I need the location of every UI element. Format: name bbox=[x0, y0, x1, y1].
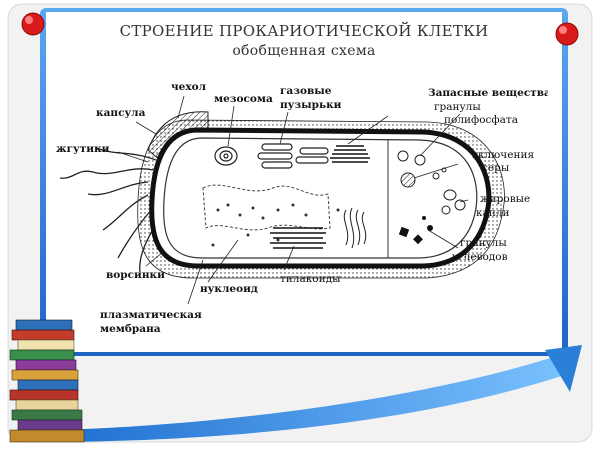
page-subtitle: обобщенная схема bbox=[232, 43, 376, 59]
label-gas-vesicles-1: газовые bbox=[280, 85, 332, 97]
label-carbohydrate-2: углеводов bbox=[452, 251, 508, 263]
label-flagella: жгутики bbox=[56, 143, 110, 155]
polyphosphate-granules bbox=[397, 150, 426, 166]
label-fat-2: капли bbox=[476, 207, 510, 219]
books-icon bbox=[9, 319, 85, 443]
label-fat-1: жировые bbox=[480, 193, 530, 205]
label-mesosome: мезосома bbox=[214, 93, 273, 105]
membrane-folds bbox=[343, 207, 367, 249]
blue-swoosh bbox=[60, 355, 574, 442]
pushpin-icon bbox=[555, 22, 579, 46]
gas-vesicles bbox=[257, 143, 329, 169]
label-sulfur-1: включения bbox=[472, 149, 534, 161]
thylakoids bbox=[270, 227, 326, 249]
label-carbohydrate-1: гранулы bbox=[460, 237, 507, 249]
ribosomes bbox=[211, 203, 340, 247]
label-pili: ворсинки bbox=[106, 269, 165, 281]
fat-droplets bbox=[441, 189, 466, 215]
label-nucleoid: нуклеоид bbox=[200, 283, 258, 295]
thylakoid-stack bbox=[330, 145, 370, 163]
label-polyphosphate-2: полифосфата bbox=[444, 114, 518, 126]
label-gas-vesicles-2: пузырьки bbox=[280, 99, 342, 111]
prokaryotic-cell-diagram: чехол капсула жгутики мезосома газовые п… bbox=[56, 81, 548, 335]
label-storage: Запасные вещества bbox=[428, 87, 548, 99]
carbohydrate-granules bbox=[398, 216, 433, 245]
pushpin-icon bbox=[21, 12, 45, 36]
label-membrane-2: мембрана bbox=[100, 323, 161, 335]
sulfur-inclusions bbox=[400, 167, 447, 188]
label-polyphosphate-1: гранулы bbox=[434, 101, 481, 113]
page-title: СТРОЕНИЕ ПРОКАРИОТИЧЕСКОЙ КЛЕТКИ bbox=[119, 22, 489, 40]
mesosome bbox=[214, 146, 238, 166]
label-capsule: капсула bbox=[96, 107, 146, 119]
leader-lines bbox=[117, 95, 469, 305]
nucleoid bbox=[202, 184, 331, 231]
label-sulfur-2: серы bbox=[482, 162, 509, 174]
label-thylakoids: тилакоиды bbox=[280, 273, 340, 285]
label-membrane-1: плазматическая bbox=[100, 309, 202, 321]
plasma-membrane bbox=[163, 137, 478, 259]
label-sheath: чехол bbox=[171, 81, 207, 93]
